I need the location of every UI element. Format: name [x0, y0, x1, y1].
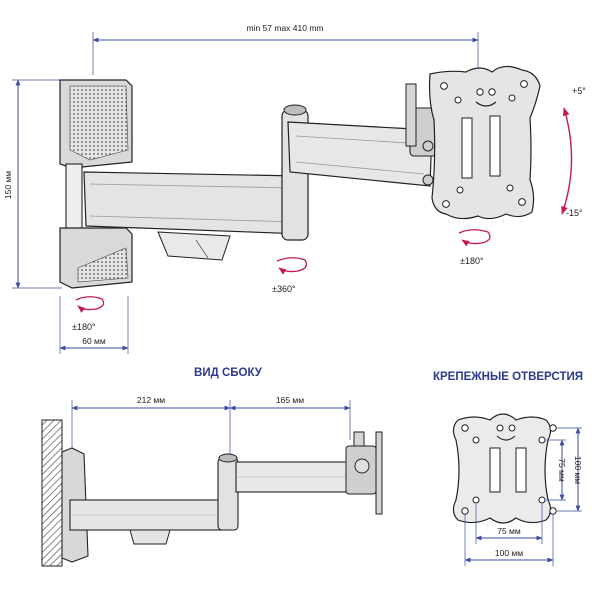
side-view: ВИД СБОКУ 212 мм 165 мм [41, 367, 383, 567]
reach-label: min 57 max 410 mm [247, 23, 324, 33]
tilt-arc [561, 107, 573, 215]
width-label: 60 мм [82, 336, 106, 346]
tilt-knob [405, 83, 417, 147]
front-slot-right [515, 447, 527, 493]
side-support-bracket [129, 529, 171, 545]
plate-face-smile [475, 101, 497, 107]
arm-support-bracket [157, 231, 231, 261]
vesa-plate-perspective [428, 65, 541, 220]
inner-height-label: 75 мм [557, 458, 567, 482]
wall-section [41, 419, 63, 567]
front-slot-left [489, 447, 501, 493]
wall-swivel-label: ±180° [72, 322, 96, 332]
mount-holes-view: КРЕПЕЖНЫЕ ОТВЕРСТИЯ 75 мм 100 мм [433, 371, 583, 566]
plate-swivel-label: ±180° [460, 256, 484, 266]
second-arm-label: 165 мм [276, 395, 304, 405]
joint-cap [283, 104, 307, 116]
outer-height-label: 100 мм [573, 456, 583, 484]
hole-pattern-75 [472, 436, 546, 504]
first-arm [83, 171, 305, 235]
plate-face-left-eye [476, 88, 484, 96]
height-label: 150 мм [3, 171, 13, 199]
wall-swivel-arrow [75, 296, 105, 313]
side-vesa-plate [375, 431, 383, 515]
plate-face-right-eye [488, 88, 496, 96]
arm-swivel-arrow [276, 257, 308, 275]
wall-plate-vent-upper [69, 85, 129, 161]
wall-plate-spine [65, 163, 83, 231]
arm-swivel-label: ±360° [272, 284, 296, 294]
top-view: min 57 max 410 mm 150 мм [3, 23, 586, 354]
first-arm-label: 212 мм [137, 395, 165, 405]
side-view-heading: ВИД СБОКУ [194, 367, 263, 379]
hole-pattern-100 [461, 424, 557, 515]
outer-width-label: 100 мм [495, 548, 523, 558]
vesa-slot-left [461, 117, 473, 179]
wall-plate-vent-lower [77, 247, 129, 283]
plate-swivel-arrow [458, 229, 491, 247]
tilt-down-label: -15° [566, 208, 583, 218]
vesa-slot-right [489, 115, 501, 177]
inner-width-label: 75 мм [497, 526, 521, 536]
side-joint-post [217, 457, 239, 531]
mount-holes-heading: КРЕПЕЖНЫЕ ОТВЕРСТИЯ [433, 371, 583, 383]
tilt-up-label: +5° [572, 86, 586, 96]
